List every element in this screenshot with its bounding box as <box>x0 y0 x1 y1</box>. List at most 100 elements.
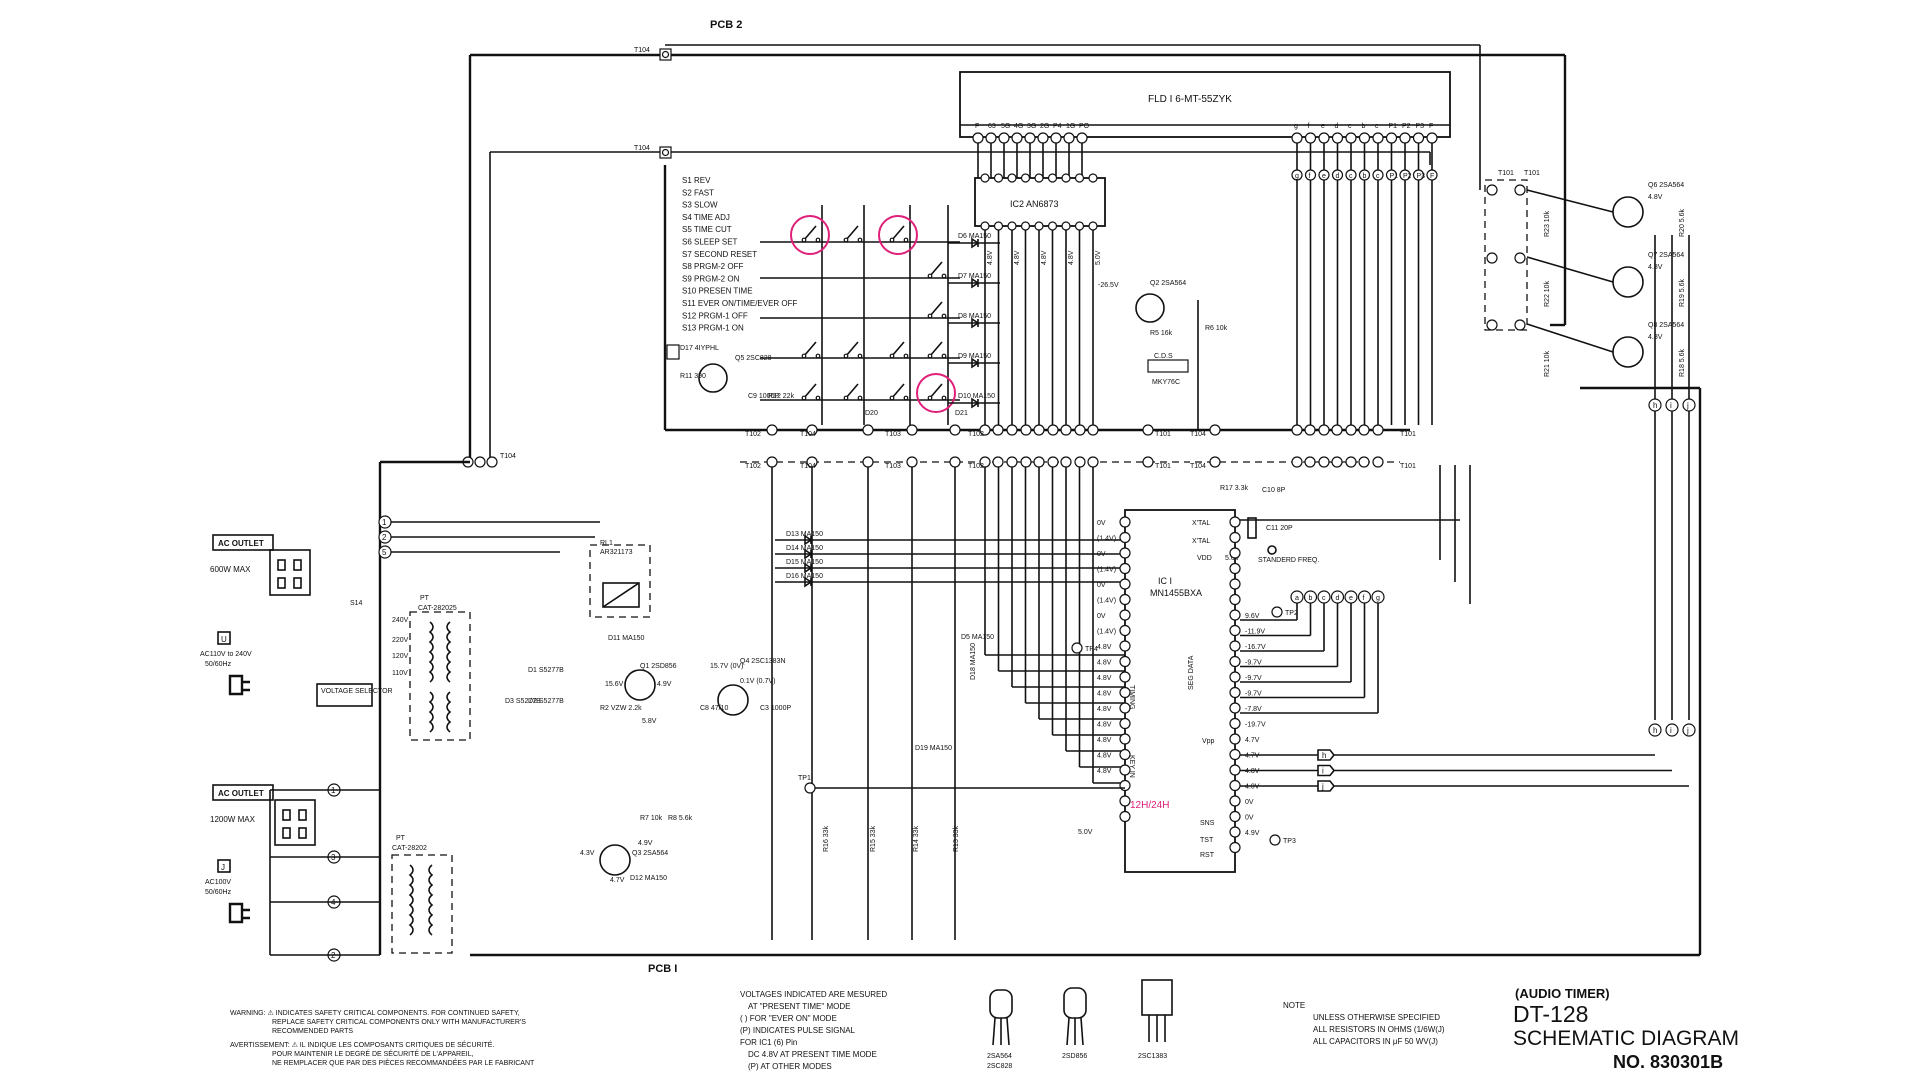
bus-letter: c <box>1376 173 1380 180</box>
fld-pin-label: 5G <box>1001 123 1010 130</box>
voltage-label: (1.4V) <box>1097 598 1116 605</box>
diode-label: D8 MA150 <box>958 313 991 320</box>
svg-text:5: 5 <box>382 548 387 557</box>
bus-letter: F <box>1430 173 1434 180</box>
svg-text:D11 MA150: D11 MA150 <box>608 635 645 642</box>
voltage-label: 4.8V <box>1014 250 1021 265</box>
svg-text:AT "PRESENT TIME" MODE: AT "PRESENT TIME" MODE <box>748 1002 850 1011</box>
svg-text:AC100V: AC100V <box>205 879 231 886</box>
switch-legend-item: S5 TIME CUT <box>682 225 732 234</box>
bus-letter: d <box>1336 173 1340 180</box>
switch-legend-item: S13 PRGM-1 ON <box>682 324 744 333</box>
resistor-label: R18 5.6k <box>1679 348 1686 377</box>
title-block: (AUDIO TIMER) DT-128 SCHEMATIC DIAGRAM N… <box>1513 986 1739 1072</box>
diode-label: D10 MA150 <box>958 393 995 400</box>
voltage-label: 4.8V <box>1648 194 1663 201</box>
top-wires <box>468 44 1481 462</box>
fld-label: FLD I 6-MT-55ZYK <box>1148 94 1232 105</box>
switch-legend-item: S6 SLEEP SET <box>682 238 738 247</box>
bus-letter: e <box>1349 595 1353 602</box>
svg-text:SEG DATA: SEG DATA <box>1188 655 1195 690</box>
mode-12h-24h: 12H/24H <box>1130 800 1169 811</box>
fld-pin-label: g <box>1294 123 1298 130</box>
voltage-label: 4.8V <box>1097 644 1112 651</box>
svg-text:C10 8P: C10 8P <box>1262 487 1286 494</box>
svg-text:FOR IC1 (6) Pin: FOR IC1 (6) Pin <box>740 1038 797 1047</box>
connector-label: T104 <box>1190 431 1206 438</box>
svg-text:50/60Hz: 50/60Hz <box>205 661 232 668</box>
switch-legend-item: S9 PRGM-2 ON <box>682 274 740 283</box>
svg-text:POUR MAINTENIR LE DEGRÉ DE SÉC: POUR MAINTENIR LE DEGRÉ DE SÉCURITÉ DE L… <box>272 1049 474 1058</box>
svg-text:4.7V: 4.7V <box>610 877 625 884</box>
fld-pin-label: e <box>1321 123 1325 130</box>
resistor-label: R22 10k <box>1544 280 1551 307</box>
svg-text:R13 33k: R13 33k <box>953 825 960 852</box>
svg-text:D18 MA150: D18 MA150 <box>970 643 977 680</box>
switch-legend-item: S8 PRGM-2 OFF <box>682 262 743 271</box>
svg-text:S14: S14 <box>350 600 363 607</box>
svg-text:RECOMMENDED PARTS: RECOMMENDED PARTS <box>272 1028 353 1035</box>
fld-pin-label: c <box>1348 123 1352 130</box>
svg-text:2SC1383: 2SC1383 <box>1138 1053 1167 1060</box>
voltage-label: 9.6V <box>1245 613 1260 620</box>
misc-labels: D5 MA150 D18 MA150 D19 MA150 D20 D21 R16… <box>823 410 994 852</box>
svg-text:1: 1 <box>382 518 387 527</box>
svg-text:KEY IN: KEY IN <box>1128 755 1135 778</box>
switch-legend-item: S4 TIME ADJ <box>682 213 730 222</box>
title-model: DT-128 <box>1513 1001 1588 1027</box>
bus-letter: g <box>1376 595 1380 602</box>
fld-pin-label: 1G <box>1066 123 1075 130</box>
switch-legend-item: S7 SECOND RESET <box>682 250 757 259</box>
fld-pin-label: P2 <box>1402 123 1411 130</box>
svg-text:U: U <box>221 635 227 644</box>
resistor-label: R19 5.6k <box>1679 278 1686 307</box>
voltage-label: -9.7V <box>1245 675 1262 682</box>
voltage-label: 4.8V <box>1097 706 1112 713</box>
connector-label: T104 <box>800 431 816 438</box>
voltage-label: 4.8V <box>1068 250 1075 265</box>
connector-label: T104 <box>1190 463 1206 470</box>
voltage-label: 4.8V <box>1041 250 1048 265</box>
svg-text:TP3: TP3 <box>1283 838 1296 845</box>
svg-text:SNS: SNS <box>1200 820 1215 827</box>
diode-label: D6 MA150 <box>958 233 991 240</box>
bus-letter: j <box>1686 401 1689 410</box>
svg-text:120V: 120V <box>392 653 409 660</box>
warning-notes: WARNING: ⚠ INDICATES SAFETY CRITICAL COM… <box>230 1009 535 1067</box>
ic1-pins: 0V(1.4V)0V(1.4V)0V(1.4V)0V(1.4V)4.8V4.8V… <box>1097 516 1266 854</box>
bus-letter: g <box>1295 173 1299 180</box>
svg-text:D19 MA150: D19 MA150 <box>915 745 952 752</box>
svg-text:J: J <box>221 863 225 872</box>
svg-text:220V: 220V <box>392 637 409 644</box>
switch-legend-item: S3 SLOW <box>682 201 718 210</box>
voltage-label: 4.7V <box>1245 737 1260 744</box>
svg-text:4.9V: 4.9V <box>638 840 653 847</box>
svg-text:RL1: RL1 <box>600 540 613 547</box>
voltage-label: 4.7V <box>1245 753 1260 760</box>
svg-text:D17 4IYPHL: D17 4IYPHL <box>680 345 719 352</box>
fld-pin-label: 2G <box>1040 123 1049 130</box>
voltage-label: 4.8V <box>987 250 994 265</box>
fld-pin-label: c <box>1375 123 1379 130</box>
svg-text:TP4: TP4 <box>1085 646 1098 653</box>
voltage-label: 5.0V <box>1095 250 1102 265</box>
bus-letter: P2 <box>1403 173 1412 180</box>
connector-label: T101 <box>1400 431 1416 438</box>
voltage-label: 4.0V <box>1245 784 1260 791</box>
diode-label: D7 MA150 <box>958 273 991 280</box>
bus-letter: a <box>1295 595 1299 602</box>
svg-text:X'TAL: X'TAL <box>1192 520 1210 527</box>
voltage-label: -7.8V <box>1245 706 1262 713</box>
svg-text:D2 S5277B: D2 S5277B <box>528 698 564 705</box>
bus-letter: b <box>1363 173 1367 180</box>
svg-text:600W MAX: 600W MAX <box>210 565 251 574</box>
fld-pin-label: P3 <box>1416 123 1425 130</box>
svg-text:DC 4.8V AT PRESENT TIME MODE: DC 4.8V AT PRESENT TIME MODE <box>748 1050 877 1059</box>
svg-text:R2 VZW 2.2k: R2 VZW 2.2k <box>600 705 642 712</box>
bus-letter: h <box>1322 751 1326 760</box>
relay-rl1: RL1 AR321173 <box>589 540 651 618</box>
voltage-label: 4.8V <box>1097 737 1112 744</box>
